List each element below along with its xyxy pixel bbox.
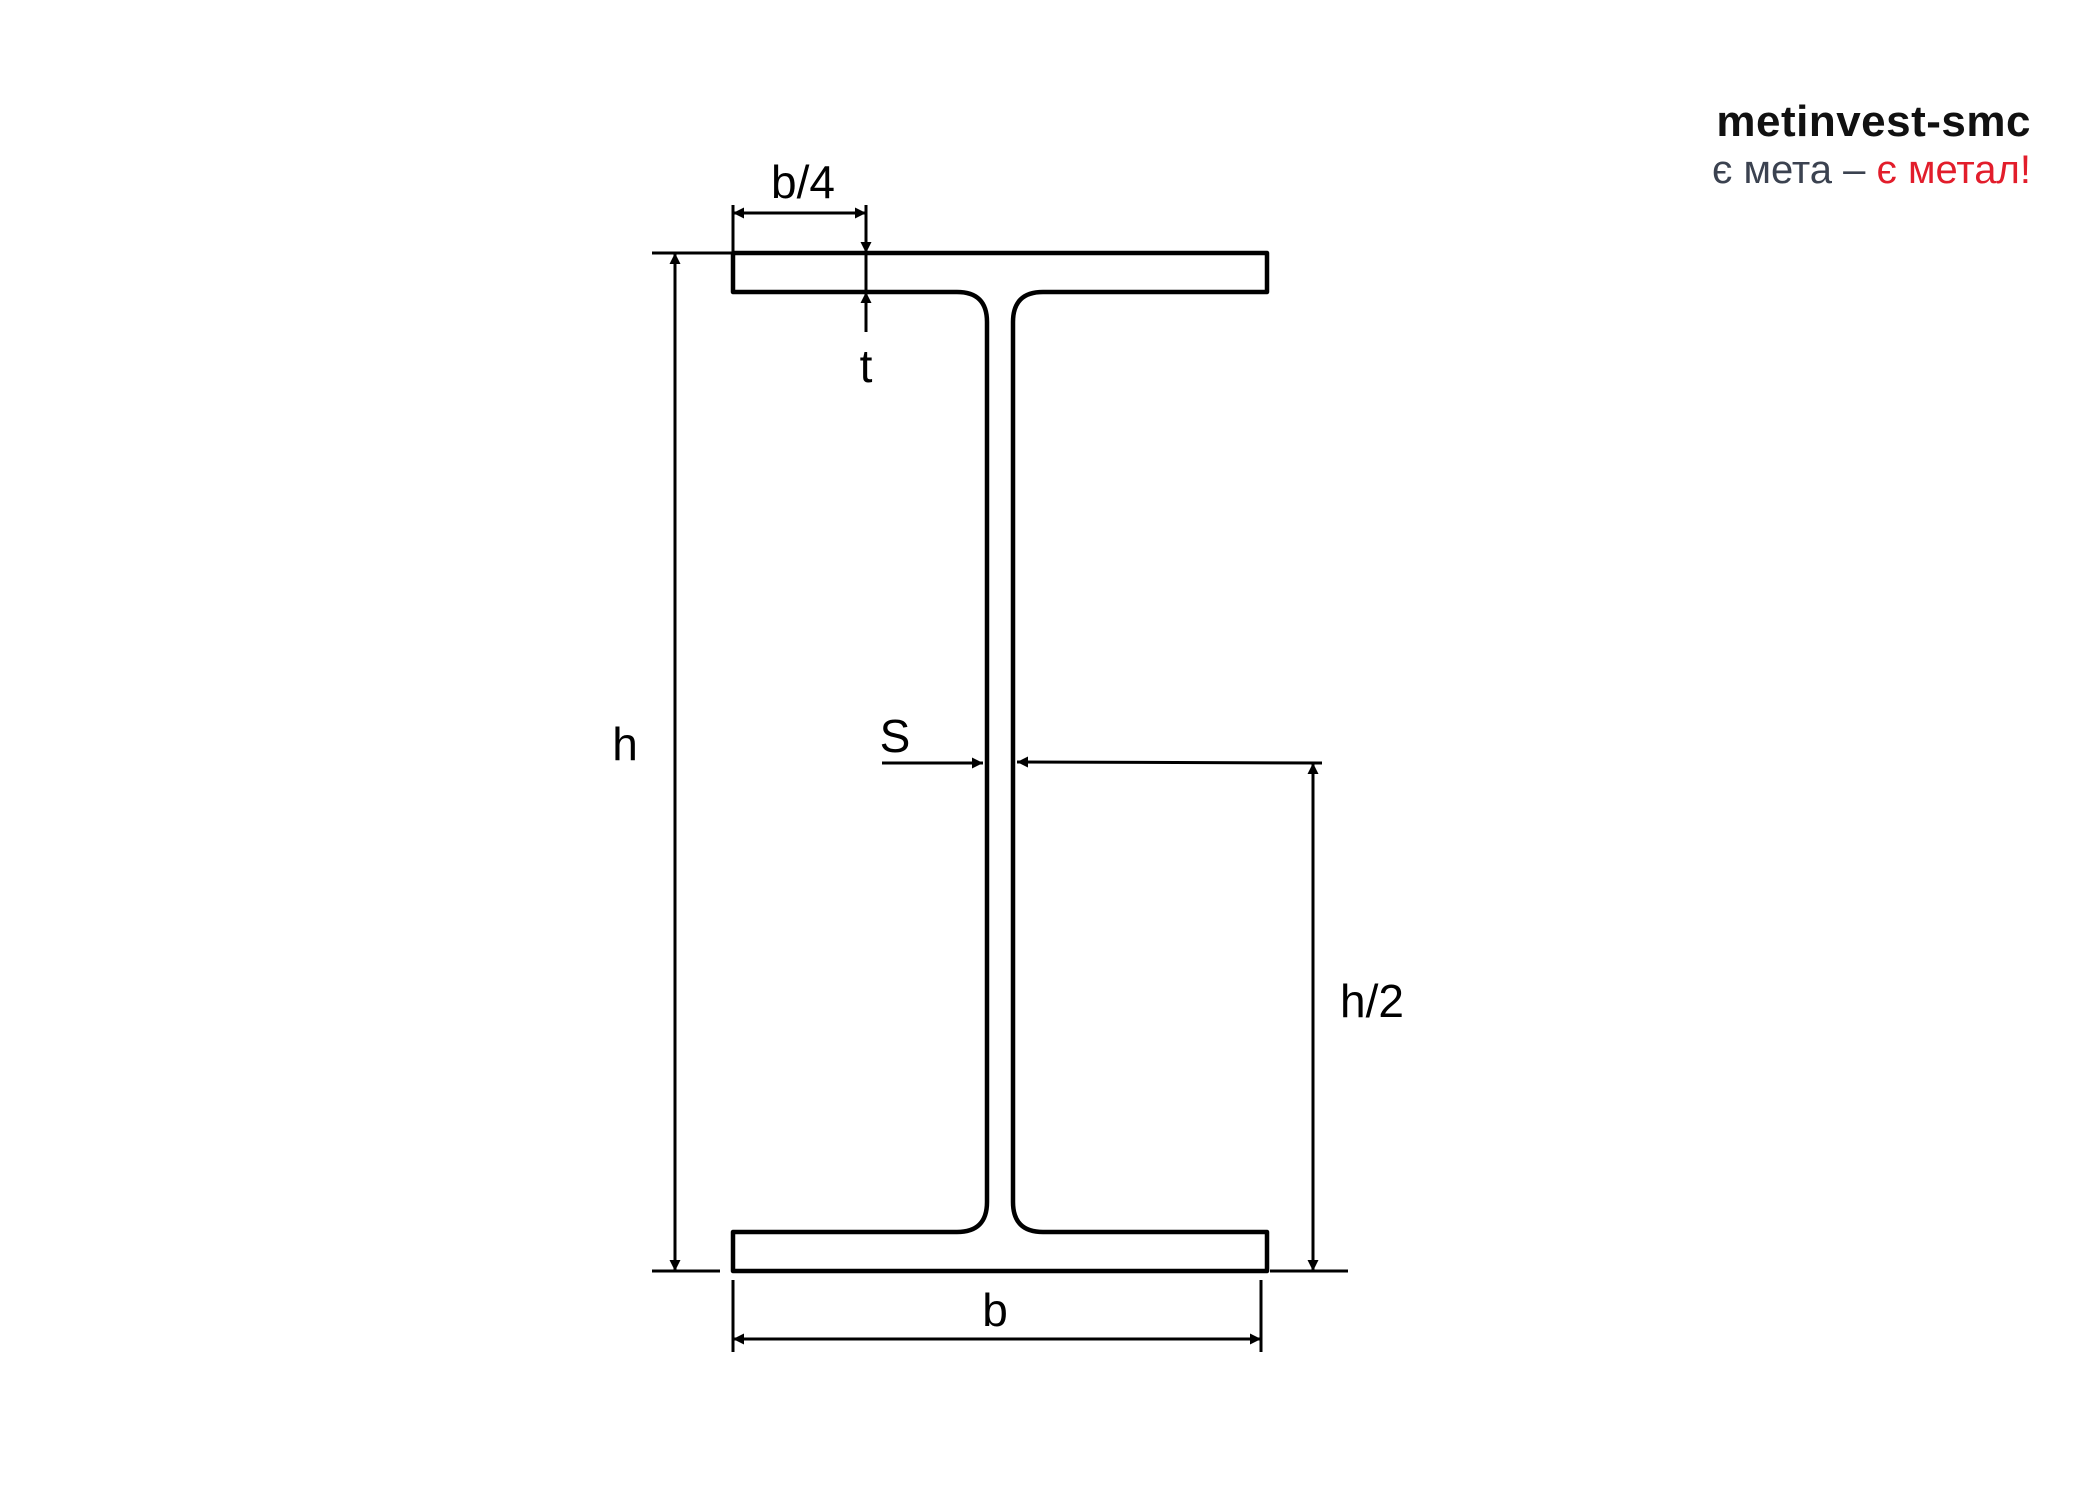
brand-logo: metinvest-smc є мета – є метал! <box>1712 96 2031 192</box>
label-t: t <box>860 340 873 392</box>
label-h-half: h/2 <box>1340 975 1404 1027</box>
label-s: S <box>880 710 911 762</box>
dimension-s <box>882 756 1323 769</box>
dimension-b <box>731 1280 1263 1352</box>
dimension-b-quarter <box>731 205 868 253</box>
brand-slogan-part1: є мета – <box>1711 148 1877 192</box>
brand-slogan-part2: є метал! <box>1876 148 2031 192</box>
label-b: b <box>982 1284 1008 1336</box>
i-beam-profile <box>730 250 1270 1274</box>
label-h: h <box>612 718 638 770</box>
label-b-quarter: b/4 <box>771 156 835 208</box>
brand-name: metinvest-smc <box>1716 97 2031 146</box>
brand-slogan: є мета – є метал! <box>1712 148 2031 192</box>
dimension-h-half <box>1270 763 1348 1273</box>
dimension-h <box>652 251 733 1273</box>
